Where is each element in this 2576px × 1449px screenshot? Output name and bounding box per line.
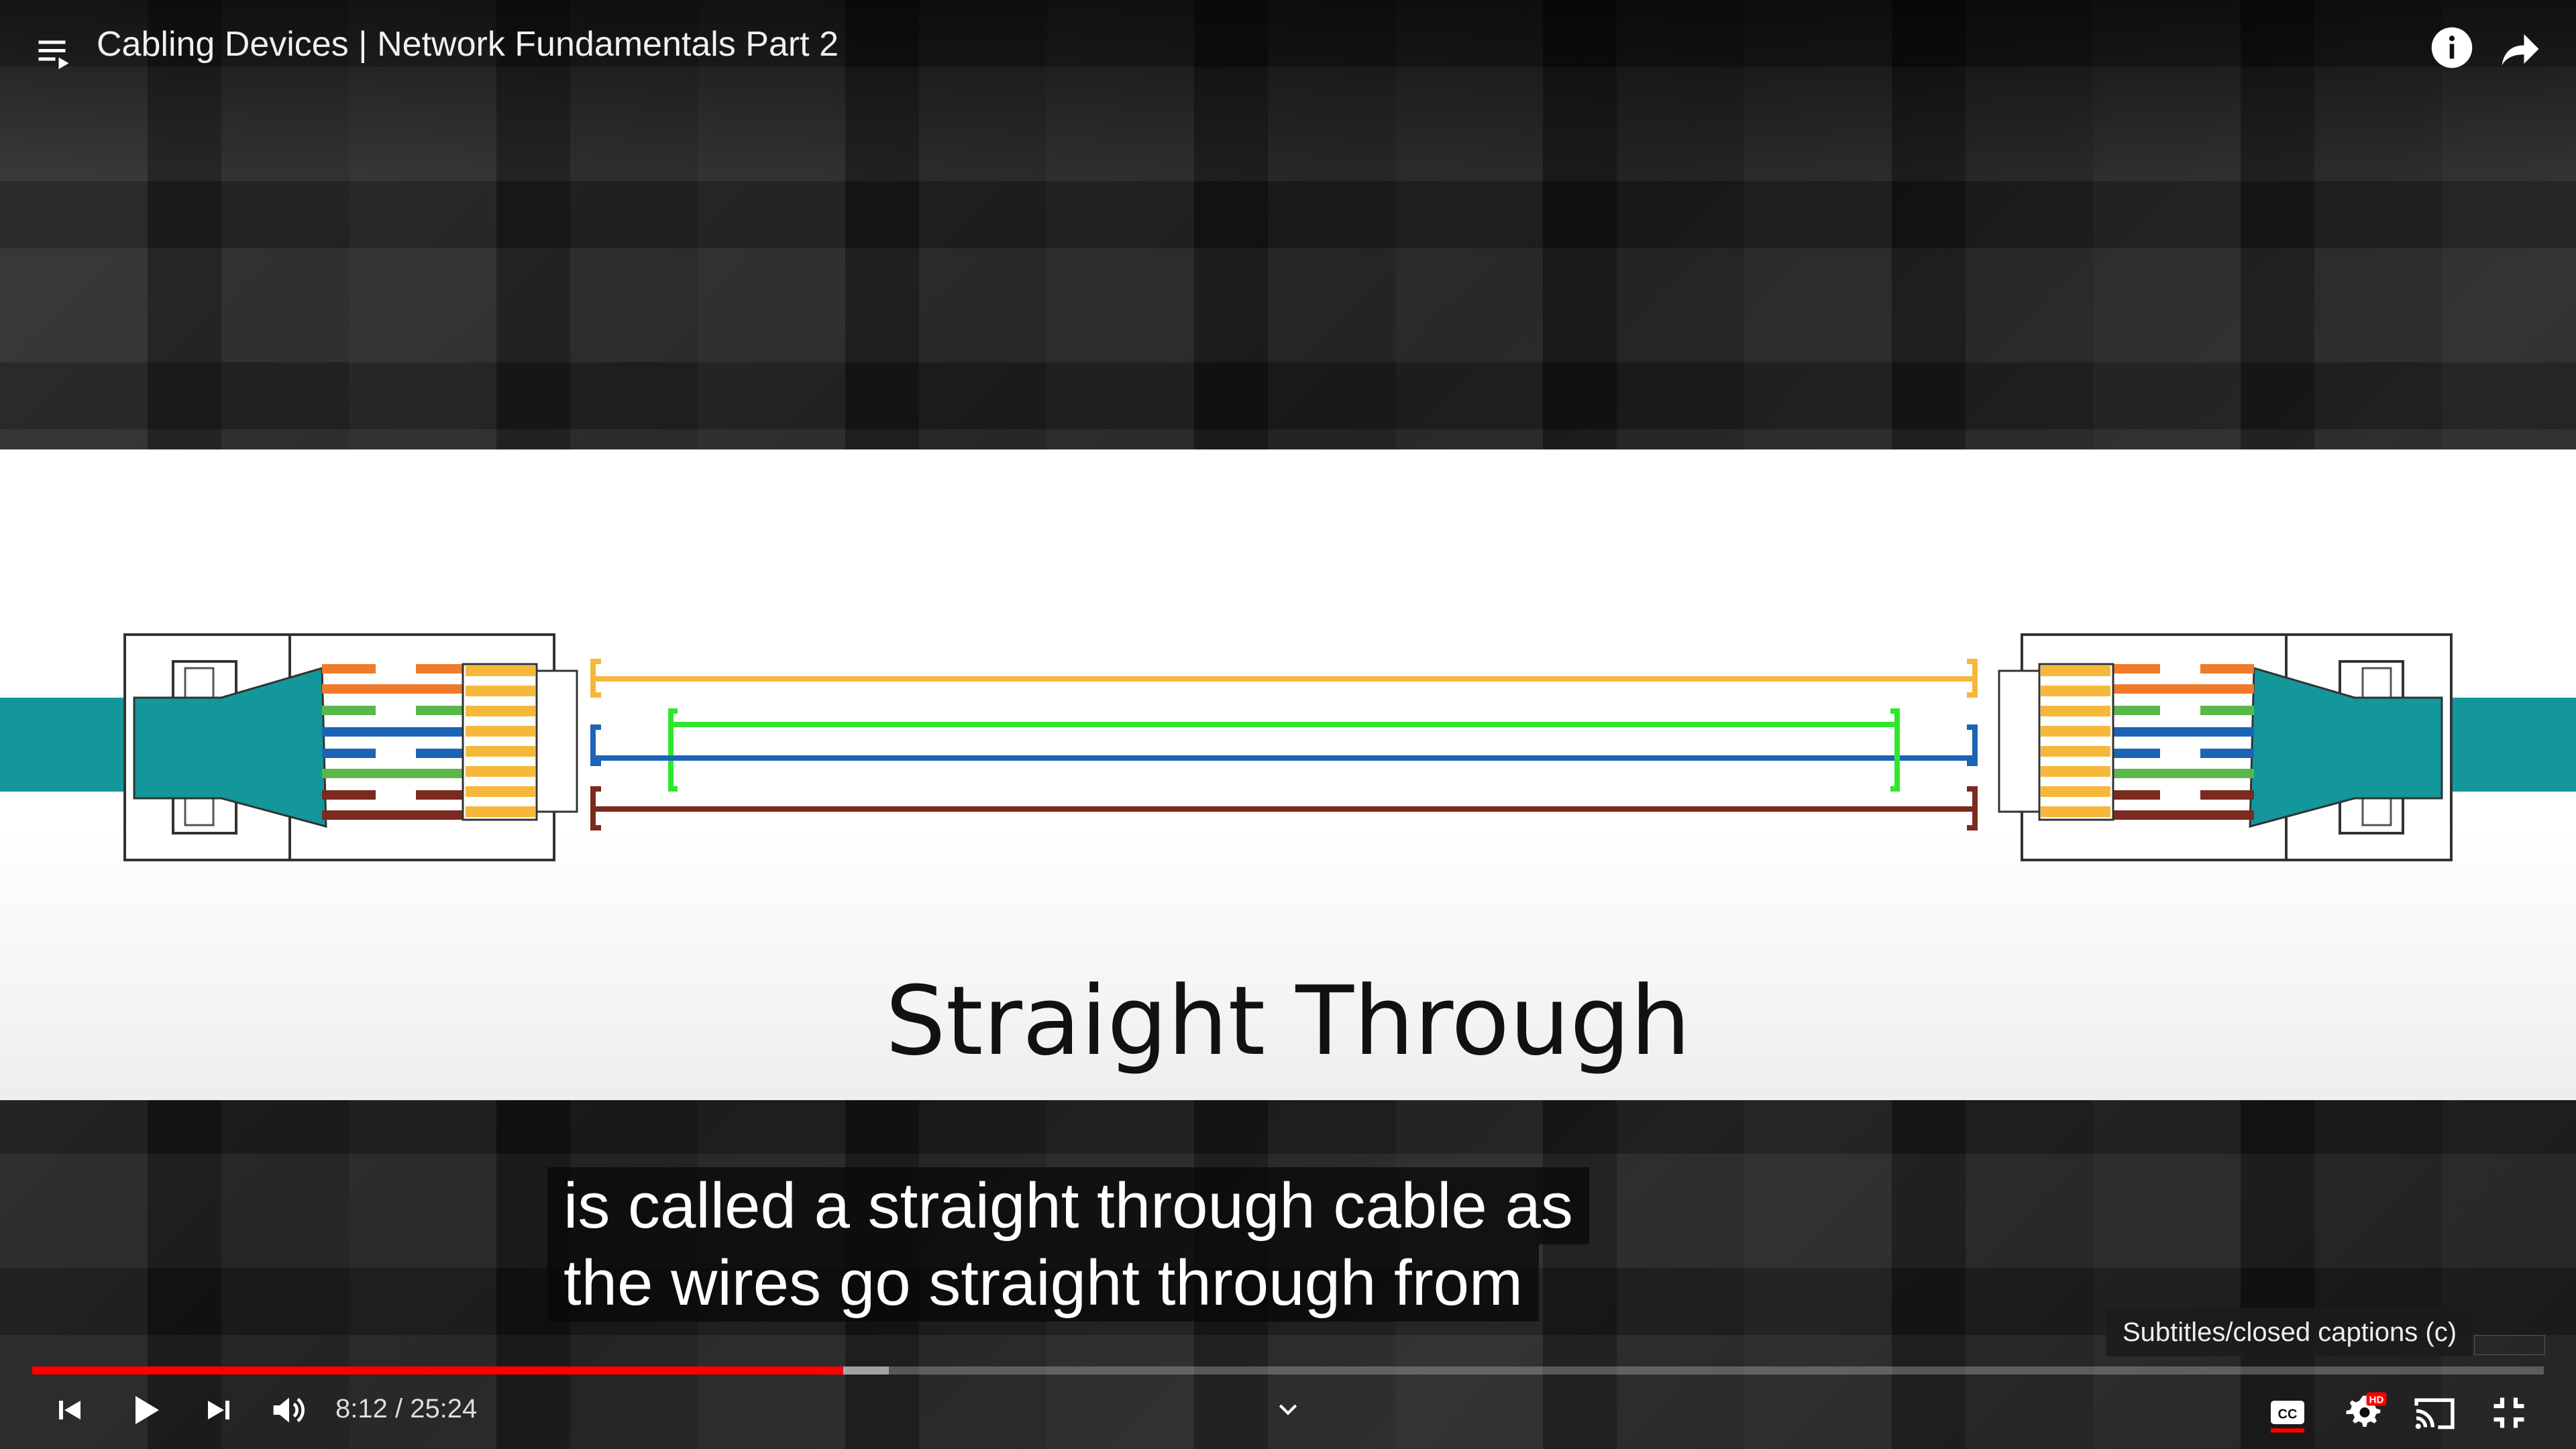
left-wires bbox=[322, 664, 463, 820]
subscribe-watermark[interactable] bbox=[2474, 1335, 2545, 1355]
cc-label: CC bbox=[2278, 1407, 2298, 1421]
cast-icon[interactable] bbox=[2411, 1393, 2458, 1433]
hd-badge: HD bbox=[2369, 1394, 2384, 1405]
playlist-icon[interactable] bbox=[34, 32, 74, 72]
time-display: 8:12 / 25:24 bbox=[335, 1394, 478, 1424]
video-title[interactable]: Cabling Devices | Network Fundamentals P… bbox=[97, 25, 839, 64]
right-connector bbox=[1998, 633, 2576, 861]
subtitles-tooltip: Subtitles/closed captions (c) bbox=[2106, 1308, 2473, 1356]
straight-through-diagram bbox=[0, 633, 2576, 861]
progress-bar[interactable] bbox=[32, 1366, 2544, 1375]
share-icon[interactable] bbox=[2498, 27, 2542, 71]
caption-line: the wires go straight through from bbox=[547, 1244, 1540, 1322]
exit-fullscreen-icon[interactable] bbox=[2489, 1393, 2529, 1433]
volume-icon[interactable] bbox=[268, 1391, 310, 1429]
progress-played bbox=[32, 1366, 844, 1375]
left-pins bbox=[462, 663, 578, 821]
caption-line: is called a straight through cable as bbox=[547, 1167, 1589, 1244]
player-top-bar: Cabling Devices | Network Fundamentals P… bbox=[0, 0, 2576, 107]
subtitles-icon[interactable]: CC bbox=[2267, 1394, 2308, 1434]
previous-icon[interactable] bbox=[54, 1394, 86, 1426]
chevron-up-icon[interactable] bbox=[1275, 1395, 1301, 1422]
video-slide bbox=[0, 449, 2576, 1100]
slide-title: Straight Through bbox=[885, 966, 1691, 1077]
subtitle-caption: is called a straight through cable as th… bbox=[547, 1167, 1589, 1322]
info-icon[interactable] bbox=[2430, 25, 2474, 70]
settings-icon[interactable]: HD bbox=[2341, 1389, 2388, 1433]
play-icon[interactable] bbox=[126, 1391, 164, 1429]
next-icon[interactable] bbox=[203, 1394, 235, 1426]
